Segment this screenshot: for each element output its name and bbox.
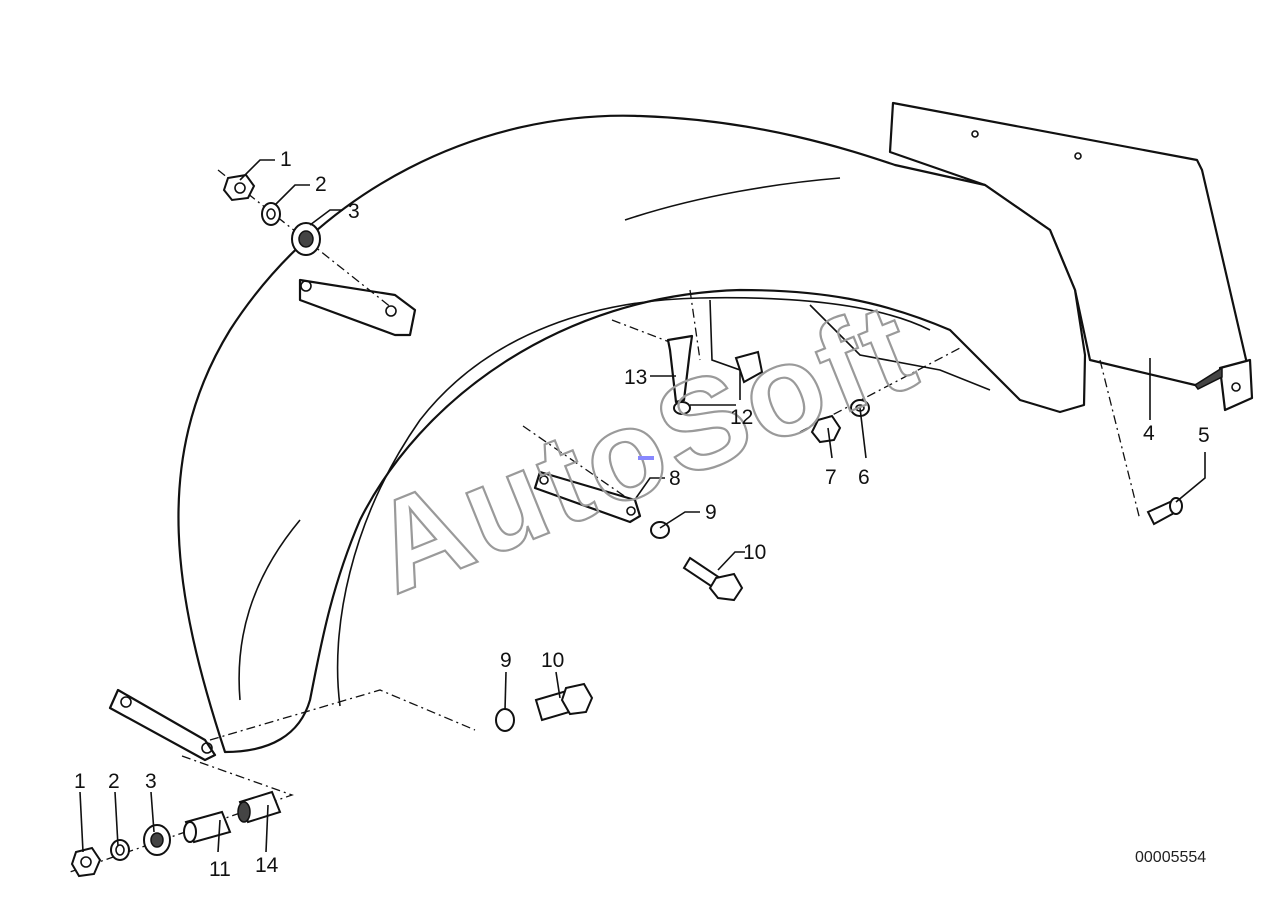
callout-13: 13: [624, 366, 647, 389]
callout-1-bottom: 1: [74, 770, 86, 793]
callout-10-mid: 10: [743, 541, 766, 564]
callout-2-top: 2: [315, 173, 327, 196]
callout-4: 4: [1143, 422, 1155, 445]
callout-1-top: 1: [280, 148, 292, 171]
callout-12: 12: [730, 406, 753, 429]
callout-14: 14: [255, 854, 279, 877]
callout-7: 7: [825, 466, 837, 489]
callout-9-mid: 9: [705, 501, 717, 524]
callout-9-low: 9: [500, 649, 512, 672]
bottom-fasteners: [70, 790, 282, 878]
callout-3-bottom: 3: [145, 770, 157, 793]
leader-lines: [79, 159, 1206, 853]
diagram-reference-number: 00005554: [1135, 849, 1206, 866]
top-fasteners: [222, 173, 321, 256]
license-plate-holder: [888, 101, 1254, 412]
callout-8: 8: [669, 467, 681, 490]
callout-11: 11: [209, 858, 231, 881]
callout-6: 6: [858, 466, 870, 489]
callout-10-low: 10: [541, 649, 564, 672]
callout-3-top: 3: [348, 200, 360, 223]
marker: [638, 456, 654, 460]
callout-5: 5: [1198, 424, 1210, 447]
rear-mudguard: [108, 114, 1087, 762]
reflector-bracket-hardware: [666, 334, 1183, 526]
center-bracket-hardware: [495, 470, 744, 732]
callout-2-bottom: 2: [108, 770, 120, 793]
